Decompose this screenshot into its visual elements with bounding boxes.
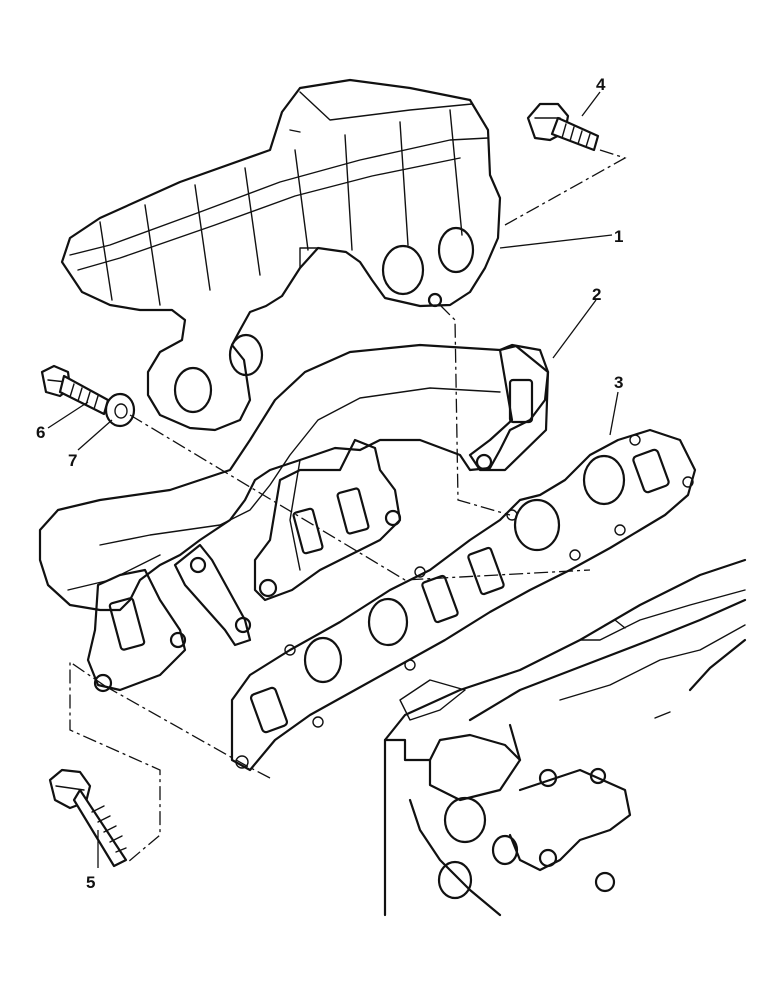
bolt-part-6 — [40, 364, 110, 416]
bolt-part-5 — [48, 768, 128, 868]
callout-2: 2 — [592, 285, 601, 304]
callout-6: 6 — [36, 423, 45, 442]
bolt-part-4 — [526, 102, 600, 152]
exhaust-manifold-part-2 — [38, 343, 550, 693]
callout-4: 4 — [596, 75, 606, 94]
callout-1: 1 — [614, 227, 623, 246]
washer-part-7 — [104, 392, 136, 428]
cylinder-head-block — [383, 558, 747, 917]
callout-7: 7 — [68, 451, 77, 470]
leader-lines — [47, 91, 619, 868]
callout-3: 3 — [614, 373, 623, 392]
callout-5: 5 — [86, 873, 95, 892]
alignment-lines — [69, 149, 627, 863]
heat-shield-part-1 — [60, 78, 502, 432]
gasket-part-3 — [230, 428, 697, 772]
